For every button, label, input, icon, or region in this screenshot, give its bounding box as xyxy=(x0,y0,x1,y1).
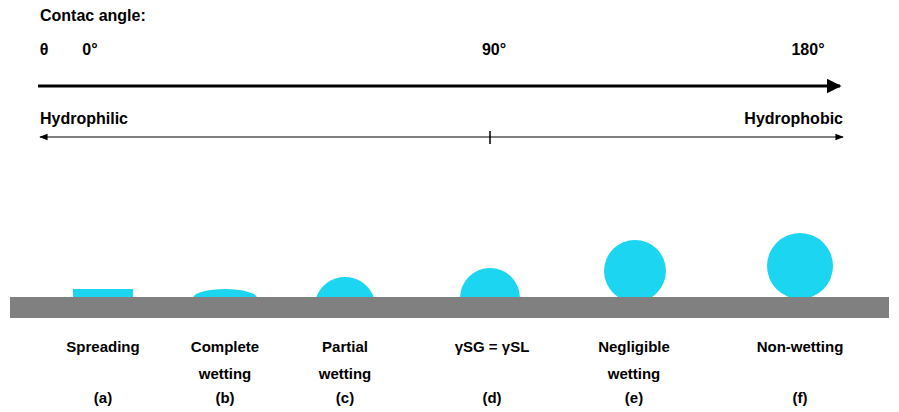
angle-axis xyxy=(38,85,840,88)
droplet xyxy=(460,268,520,298)
axis-tick xyxy=(489,131,491,144)
caption: Negligible wetting xyxy=(584,333,684,387)
axis-label: Contac angle: xyxy=(40,5,146,27)
wettability-axis xyxy=(40,136,843,137)
caption-letter: (b) xyxy=(215,387,234,409)
droplets xyxy=(73,233,833,302)
droplet xyxy=(193,289,257,298)
droplet xyxy=(316,277,374,298)
caption: Complete wetting xyxy=(175,333,275,387)
caption: γSG = γSL xyxy=(437,333,547,360)
caption: Spreading xyxy=(48,333,158,360)
axis-label: Hydrophobic xyxy=(744,108,843,130)
caption-letter: (a) xyxy=(94,387,112,409)
axis-label: θ xyxy=(40,39,49,61)
caption-letter: (e) xyxy=(625,387,643,409)
axis-label: Hydrophilic xyxy=(40,108,128,130)
axis-label: 0° xyxy=(82,39,97,61)
caption-letter: (f) xyxy=(793,387,808,409)
droplet xyxy=(767,233,833,299)
caption-letter: (c) xyxy=(336,387,354,409)
droplet xyxy=(604,240,666,302)
axis-label: 180° xyxy=(791,39,824,61)
caption: Non-wetting xyxy=(745,333,855,360)
caption: Partial wetting xyxy=(305,333,385,387)
axis-label: 90° xyxy=(482,39,506,61)
droplet xyxy=(73,289,133,298)
caption-letter: (d) xyxy=(482,387,501,409)
solid-surface xyxy=(10,297,889,318)
